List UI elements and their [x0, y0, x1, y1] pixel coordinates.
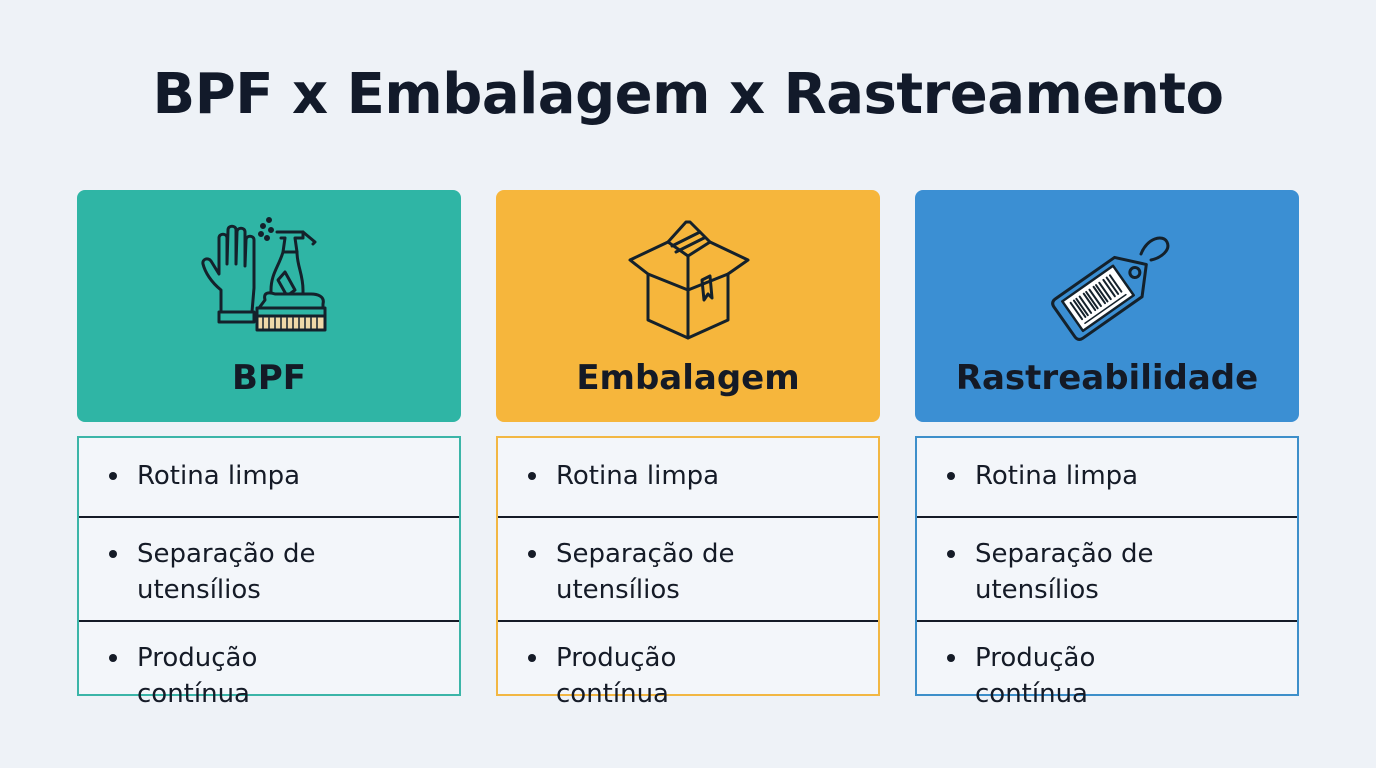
column-embalagem: Embalagem Rotina limpa Separação de uten… [496, 190, 880, 709]
list-item: Produção contínua [498, 620, 878, 709]
open-box-icon [618, 212, 758, 342]
page-title: BPF x Embalagem x Rastreamento [152, 62, 1224, 127]
bullet-icon [528, 472, 536, 480]
bullet-icon [947, 550, 955, 558]
column-bpf: BPF Rotina limpa Separação de utensílios… [77, 190, 461, 709]
barcode-tag-icon [1037, 212, 1177, 342]
list-item: Rotina limpa [917, 438, 1297, 516]
list-item-text: Rotina limpa [137, 461, 301, 491]
list-item-text: Rotina limpa [975, 461, 1139, 491]
bullet-icon [109, 550, 117, 558]
list-item: Separação de utensílios [498, 516, 878, 620]
item-list-embalagem: Rotina limpa Separação de utensílios Pro… [496, 436, 880, 709]
list-item: Separação de utensílios [917, 516, 1297, 620]
list-item-text: Separação de utensílios [137, 539, 316, 605]
gloves-spray-brush-icon [199, 212, 339, 342]
bullet-icon [109, 472, 117, 480]
bullet-icon [109, 654, 117, 662]
card-header-embalagem: Embalagem [496, 190, 880, 422]
list-item-text: Produção contínua [137, 643, 258, 709]
list-item: Rotina limpa [79, 438, 459, 516]
bullet-icon [528, 654, 536, 662]
card-title-embalagem: Embalagem [576, 358, 800, 398]
bullet-icon [528, 550, 536, 558]
list-item-text: Separação de utensílios [975, 539, 1154, 605]
bullet-icon [947, 472, 955, 480]
item-list-bpf: Rotina limpa Separação de utensílios Pro… [77, 436, 461, 709]
list-item: Separação de utensílios [79, 516, 459, 620]
card-header-bpf: BPF [77, 190, 461, 422]
item-list-rastreabilidade: Rotina limpa Separação de utensílios Pro… [915, 436, 1299, 709]
bullet-icon [947, 654, 955, 662]
list-item-text: Rotina limpa [556, 461, 720, 491]
card-title-bpf: BPF [231, 358, 307, 398]
column-rastreabilidade: Rastreabilidade Rotina limpa Separação d… [915, 190, 1299, 709]
list-item: Produção contínua [917, 620, 1297, 709]
card-title-rastreabilidade: Rastreabilidade [955, 358, 1259, 398]
list-item-text: Produção contínua [556, 643, 677, 709]
list-item: Produção contínua [79, 620, 459, 709]
list-item-text: Separação de utensílios [556, 539, 735, 605]
list-item-text: Produção contínua [975, 643, 1096, 709]
list-item: Rotina limpa [498, 438, 878, 516]
card-header-rastreabilidade: Rastreabilidade [915, 190, 1299, 422]
